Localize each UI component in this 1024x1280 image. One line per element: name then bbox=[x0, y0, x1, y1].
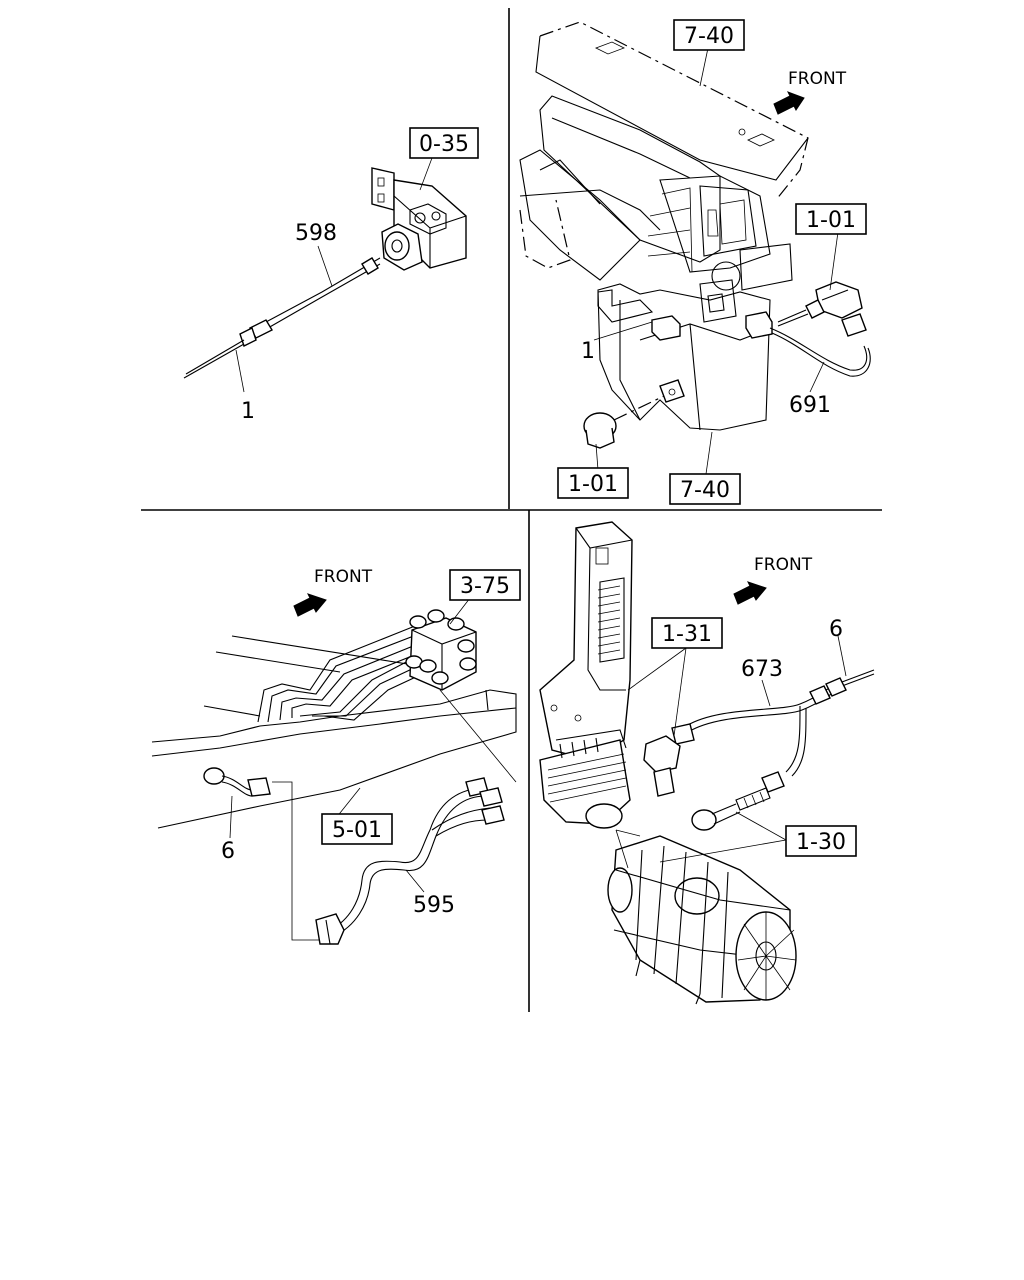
panel-top-left: 0-35 598 1 bbox=[183, 127, 479, 424]
svg-text:1-31: 1-31 bbox=[662, 622, 712, 647]
svg-text:1-01: 1-01 bbox=[568, 472, 618, 497]
switch-bracket-drawing bbox=[371, 167, 467, 271]
callout-1: 1 bbox=[241, 399, 255, 424]
callout-1-top-right: 1 bbox=[581, 339, 595, 364]
panel-dividers bbox=[141, 8, 882, 1012]
callout-6-bottom-right: 6 bbox=[829, 617, 843, 642]
svg-text:FRONT: FRONT bbox=[754, 555, 813, 575]
svg-text:7-40: 7-40 bbox=[684, 24, 734, 49]
svg-text:5-01: 5-01 bbox=[332, 818, 382, 843]
callout-595: 595 bbox=[413, 893, 455, 918]
box-label-1-30: 1-30 bbox=[785, 825, 857, 857]
cable-598-drawing bbox=[183, 257, 381, 379]
box-label-3-75: 3-75 bbox=[449, 569, 521, 601]
box-label-0-35: 0-35 bbox=[409, 127, 479, 159]
front-arrow-bottom-left: FRONT bbox=[293, 567, 373, 617]
box-label-1-01-bottom: 1-01 bbox=[557, 467, 629, 499]
harness-673-drawing bbox=[643, 669, 875, 831]
frame-rail-drawing bbox=[151, 609, 517, 829]
svg-text:FRONT: FRONT bbox=[788, 69, 847, 89]
front-arrow-top-right: FRONT bbox=[773, 69, 847, 115]
svg-text:1-01: 1-01 bbox=[806, 208, 856, 233]
svg-text:1-30: 1-30 bbox=[796, 830, 846, 855]
svg-text:7-40: 7-40 bbox=[680, 478, 730, 503]
callout-691: 691 bbox=[789, 393, 831, 418]
dashboard-drawing bbox=[519, 21, 809, 431]
box-label-7-40-top: 7-40 bbox=[673, 19, 745, 51]
connectors-drawing bbox=[583, 281, 871, 449]
air-cleaner-drawing bbox=[607, 829, 797, 1005]
svg-text:FRONT: FRONT bbox=[314, 567, 373, 587]
box-label-1-01-top: 1-01 bbox=[795, 203, 867, 235]
box-label-1-31: 1-31 bbox=[651, 617, 723, 649]
svg-text:3-75: 3-75 bbox=[460, 574, 510, 599]
front-arrow-bottom-right: FRONT bbox=[733, 555, 813, 605]
box-label-7-40-bottom: 7-40 bbox=[669, 473, 741, 505]
panel-top-right: FRONT 7-40 1-01 1-01 7-40 1 691 bbox=[519, 19, 871, 505]
callout-673: 673 bbox=[741, 657, 783, 682]
svg-text:0-35: 0-35 bbox=[419, 132, 469, 157]
panel-bottom-right: FRONT 1-31 1-30 6 673 bbox=[539, 521, 875, 1005]
callout-6-bottom-left: 6 bbox=[221, 839, 235, 864]
callout-598: 598 bbox=[295, 221, 337, 246]
panel-bottom-left: FRONT 3-75 5-01 6 595 bbox=[151, 567, 521, 945]
box-label-5-01: 5-01 bbox=[321, 813, 393, 845]
harness-595-drawing bbox=[203, 767, 505, 945]
air-duct-drawing bbox=[539, 521, 633, 829]
